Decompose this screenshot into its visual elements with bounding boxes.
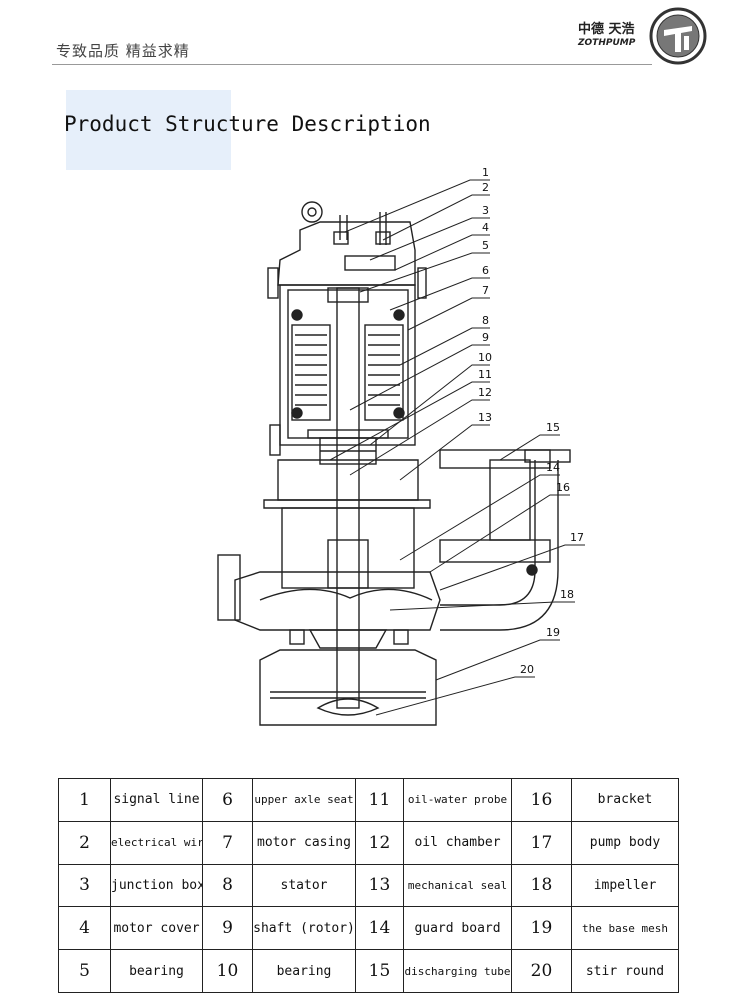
- part-number: 17: [511, 820, 572, 865]
- part-number: 10: [202, 949, 253, 993]
- callout-4: 4: [482, 221, 489, 234]
- table-row: 4 motor cover 9 shaft (rotor) 14 guard b…: [58, 906, 679, 951]
- callout-3: 3: [482, 204, 489, 217]
- part-number: 4: [58, 906, 111, 951]
- callout-13: 13: [478, 411, 492, 424]
- brand-name-en: ZOTHPUMP: [578, 38, 636, 48]
- part-number: 19: [511, 906, 572, 951]
- callout-15: 15: [546, 421, 560, 434]
- part-number: 14: [355, 906, 404, 951]
- part-number: 1: [58, 778, 111, 822]
- part-number: 6: [202, 778, 253, 822]
- parts-table: 1 signal line 6 upper axle seat 11 oil-w…: [58, 778, 679, 993]
- part-number: 11: [355, 778, 404, 822]
- callout-17: 17: [570, 531, 584, 544]
- callout-7: 7: [482, 284, 489, 297]
- part-number: 13: [355, 863, 404, 908]
- part-name: oil chamber: [403, 820, 512, 865]
- part-name: motor casing: [252, 820, 356, 865]
- motor-casing: [279, 284, 416, 446]
- slogan: 专致品质 精益求精: [56, 42, 190, 60]
- oil-chamber: [277, 459, 419, 501]
- callout-leaders: [329, 179, 585, 716]
- header-divider: [52, 64, 652, 65]
- part-name: oil-water probe: [403, 778, 512, 822]
- part-name: stir round: [571, 949, 679, 993]
- pump-body: [234, 571, 441, 631]
- guard-board-housing: [281, 507, 415, 589]
- part-name: discharging tube: [403, 949, 512, 993]
- callout-12: 12: [478, 386, 492, 399]
- callout-1: 1: [482, 166, 489, 179]
- part-name: motor cover: [110, 906, 203, 951]
- callout-9: 9: [482, 331, 489, 344]
- part-number: 18: [511, 863, 572, 908]
- part-number: 8: [202, 863, 253, 908]
- part-name: upper axle seat: [252, 778, 356, 822]
- callout-19: 19: [546, 626, 560, 639]
- part-number: 12: [355, 820, 404, 865]
- table-row: 5 bearing 10 bearing 15 discharging tube…: [58, 949, 679, 993]
- part-name: mechanical seal: [403, 863, 512, 908]
- part-name: impeller: [571, 863, 679, 908]
- shaft: [336, 287, 360, 709]
- part-number: 3: [58, 863, 111, 908]
- table-row: 1 signal line 6 upper axle seat 11 oil-w…: [58, 778, 679, 822]
- callout-6: 6: [482, 264, 489, 277]
- part-name: the base mesh: [571, 906, 679, 951]
- brand-block: 中德 天浩 ZOTHPUMP: [578, 18, 636, 48]
- part-number: 9: [202, 906, 253, 951]
- part-name: shaft (rotor): [252, 906, 356, 951]
- part-name: guard board: [403, 906, 512, 951]
- callout-8: 8: [482, 314, 489, 327]
- part-name: junction box: [110, 863, 203, 908]
- part-number: 5: [58, 949, 111, 993]
- table-row: 3 junction box 8 stator 13 mechanical se…: [58, 863, 679, 908]
- table-row: 2 electrical wiring 7 motor casing 12 oi…: [58, 820, 679, 865]
- callout-14: 14: [546, 461, 560, 474]
- part-name: signal line: [110, 778, 203, 822]
- callout-10: 10: [478, 351, 492, 364]
- part-number: 15: [355, 949, 404, 993]
- part-name: electrical wiring: [110, 820, 203, 865]
- title-highlight: [66, 90, 231, 170]
- lifting-ring: [301, 201, 323, 223]
- callout-20: 20: [520, 663, 534, 676]
- callout-18: 18: [560, 588, 574, 601]
- page-title: Product Structure Description: [64, 112, 431, 136]
- callout-11: 11: [478, 368, 492, 381]
- company-logo-icon: [649, 7, 707, 65]
- part-name: bracket: [571, 778, 679, 822]
- part-name: bearing: [110, 949, 203, 993]
- part-name: pump body: [571, 820, 679, 865]
- part-number: 2: [58, 820, 111, 865]
- stator: [291, 309, 405, 421]
- part-name: bearing: [252, 949, 356, 993]
- part-number: 20: [511, 949, 572, 993]
- pump-structure-diagram: 1 2 3 4 5 6 7 8 9 10 11 12 13 14 15 16 1…: [217, 166, 585, 726]
- base-mesh: [259, 649, 437, 726]
- brand-name-cn: 中德 天浩: [578, 22, 635, 37]
- part-number: 7: [202, 820, 253, 865]
- callout-2: 2: [482, 181, 489, 194]
- impeller: [308, 629, 388, 649]
- callout-5: 5: [482, 239, 489, 252]
- part-name: stator: [252, 863, 356, 908]
- callout-16: 16: [556, 481, 570, 494]
- stir-round: [316, 698, 380, 716]
- part-number: 16: [511, 778, 572, 822]
